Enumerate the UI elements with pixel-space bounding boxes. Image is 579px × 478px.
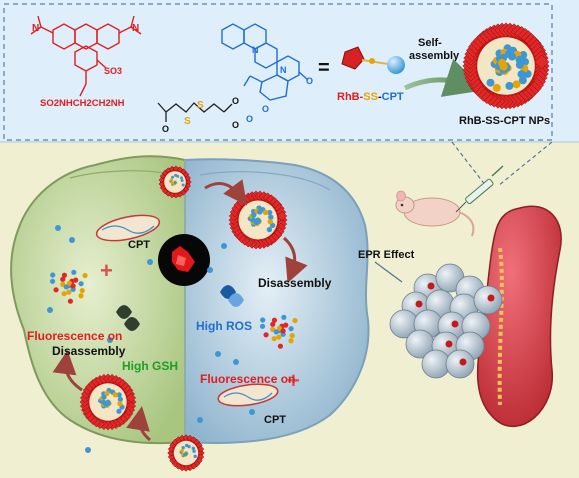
rhb-n-right: N <box>132 23 139 34</box>
label-fluorescence-right: Fluorescence on <box>200 372 295 386</box>
organelle-lower <box>217 383 279 407</box>
organelle-upper <box>95 214 161 242</box>
tumor-cell <box>445 349 475 379</box>
np-left-cell <box>79 373 137 431</box>
epr-pointer <box>374 261 403 283</box>
plus-sign-left: + <box>100 258 113 283</box>
arrow-bottom-cycle <box>126 406 151 442</box>
arrow-left-cycle <box>52 350 83 392</box>
cpt-n2: N <box>280 65 287 75</box>
blood-vessel <box>476 205 562 427</box>
np-endosome <box>228 190 288 250</box>
np-bottom-enter <box>167 434 205 472</box>
cell-right-half <box>184 158 370 444</box>
cpt-o-ring: O <box>262 104 269 114</box>
label-epr-effect: EPR Effect <box>358 249 415 261</box>
fragments-right <box>259 314 298 349</box>
cpt-o-lactone: O <box>246 114 253 124</box>
ros-icon <box>220 285 244 307</box>
label-cpt-bottom: CPT <box>264 414 286 426</box>
legend-rhb: RhB- <box>337 91 364 103</box>
cpt-molecules <box>47 225 255 453</box>
cpt-n1: N <box>252 45 259 55</box>
arrow-enter <box>204 179 248 206</box>
equals-sign: = <box>318 57 330 79</box>
rhb-n-left: N <box>32 23 39 34</box>
label-high-ros: High ROS <box>196 319 252 333</box>
fragments-left <box>49 269 88 304</box>
molecule-icon <box>341 46 405 74</box>
linker-o-ester2: O <box>232 120 239 130</box>
legend-cpt: CPT <box>382 91 404 103</box>
plus-sign-right: + <box>287 368 300 393</box>
cpt-o-lactam: O <box>306 76 313 86</box>
label-fluorescence-left: Fluorescence on <box>27 329 122 343</box>
syringe-icon <box>455 165 504 213</box>
rhb-sulfonate: SO3 <box>104 66 122 76</box>
linker-o-ester: O <box>232 96 239 106</box>
tumor-mass <box>389 263 503 379</box>
legend-ss: SS <box>363 91 378 103</box>
nanoparticle-top-core <box>462 22 550 110</box>
label-disassembly-left: Disassembly <box>52 344 126 358</box>
label-disassembly-right: Disassembly <box>258 276 332 290</box>
fluorescence-micrograph <box>158 234 210 286</box>
linker-s2: S <box>197 100 204 111</box>
tumor-cell <box>473 285 503 315</box>
guide-lines <box>451 141 553 187</box>
membrane-fold-right <box>199 171 331 191</box>
mouse-icon <box>395 190 475 237</box>
self-assembly-arrow <box>403 58 486 97</box>
nanoparticle-large <box>462 22 550 110</box>
rhb-structure <box>30 15 142 97</box>
self-assembly-line2: assembly <box>409 50 460 62</box>
legend-rhb-ss-cpt: RhB-SS-CPT <box>337 91 404 103</box>
self-assembly-line1: Self- <box>418 37 442 49</box>
linker-o-carbonyl: O <box>162 124 169 134</box>
np-entry <box>158 165 192 199</box>
rhb-linker: SO2NHCH2CH2NH <box>40 98 125 109</box>
label-cpt-top: CPT <box>128 239 150 251</box>
nps-label: RhB-SS-CPT NPs <box>459 115 550 127</box>
legend-dash: - <box>378 91 382 103</box>
disulfide-linker <box>157 102 233 122</box>
linker-s1: S <box>184 116 191 127</box>
arrow-disassembly <box>282 236 308 284</box>
gsh-icon <box>116 305 140 331</box>
cpt-structure <box>221 23 309 101</box>
label-high-gsh: High GSH <box>122 359 178 373</box>
